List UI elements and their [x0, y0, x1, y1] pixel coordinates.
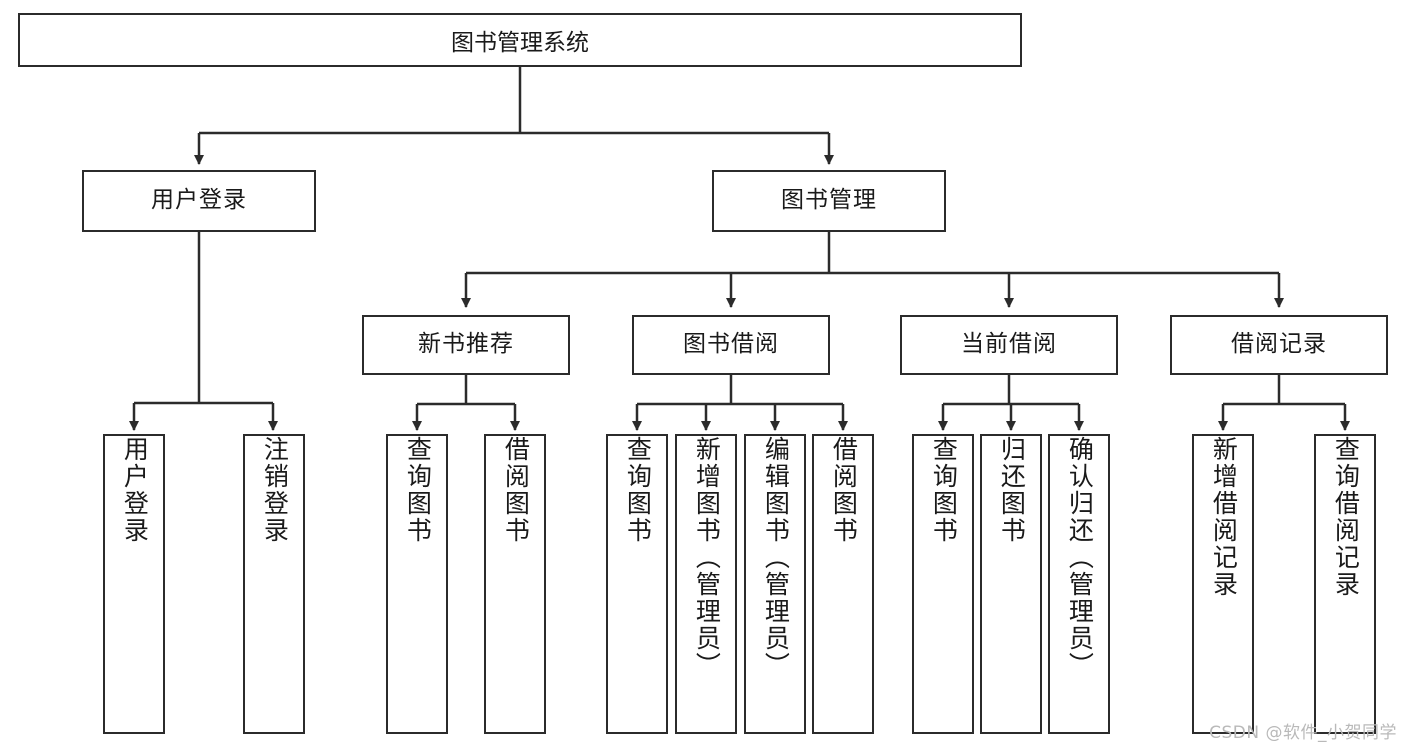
leaf-label: 新增图书（管理员）: [692, 436, 722, 679]
node-root[interactable]: 图书管理系统: [18, 13, 1022, 67]
leaf-label: 查询图书: [403, 436, 433, 544]
leaf-record-add-record[interactable]: 新增借阅记录: [1192, 434, 1254, 734]
leaf-borrow-borrow-book[interactable]: 借阅图书: [812, 434, 874, 734]
node-new-book-recommend[interactable]: 新书推荐: [362, 315, 570, 375]
node-book-borrow-label: 图书借阅: [683, 331, 779, 358]
node-borrow-record[interactable]: 借阅记录: [1170, 315, 1388, 375]
leaf-borrow-edit-book-admin[interactable]: 编辑图书（管理员）: [744, 434, 806, 734]
leaf-record-query-record[interactable]: 查询借阅记录: [1314, 434, 1376, 734]
leaf-label: 查询图书: [929, 436, 959, 544]
leaf-recommend-query-book[interactable]: 查询图书: [386, 434, 448, 734]
leaf-label: 查询图书: [623, 436, 653, 544]
leaf-current-query-book[interactable]: 查询图书: [912, 434, 974, 734]
node-book-management[interactable]: 图书管理: [712, 170, 946, 232]
leaf-borrow-query-book[interactable]: 查询图书: [606, 434, 668, 734]
leaf-current-return-book[interactable]: 归还图书: [980, 434, 1042, 734]
node-book-borrow[interactable]: 图书借阅: [632, 315, 830, 375]
leaf-label: 查询借阅记录: [1331, 436, 1361, 598]
node-current-borrow-label: 当前借阅: [961, 331, 1057, 358]
node-user-login[interactable]: 用户登录: [82, 170, 316, 232]
leaf-borrow-add-book-admin[interactable]: 新增图书（管理员）: [675, 434, 737, 734]
leaf-label: 新增借阅记录: [1209, 436, 1239, 598]
node-user-login-label: 用户登录: [151, 187, 247, 214]
node-new-book-recommend-label: 新书推荐: [418, 331, 514, 358]
leaf-label: 编辑图书（管理员）: [761, 436, 791, 679]
leaf-recommend-borrow-book[interactable]: 借阅图书: [484, 434, 546, 734]
leaf-user-login-logout[interactable]: 注销登录: [243, 434, 305, 734]
leaf-label: 用户登录: [120, 436, 150, 544]
leaf-label: 归还图书: [997, 436, 1027, 544]
leaf-current-confirm-return-admin[interactable]: 确认归还（管理员）: [1048, 434, 1110, 734]
leaf-label: 借阅图书: [501, 436, 531, 544]
leaf-label: 确认归还（管理员）: [1065, 436, 1095, 679]
csdn-watermark: CSDN @软件_小贺同学: [1209, 723, 1397, 743]
node-current-borrow[interactable]: 当前借阅: [900, 315, 1118, 375]
leaf-label: 借阅图书: [829, 436, 859, 544]
leaf-user-login-login[interactable]: 用户登录: [103, 434, 165, 734]
node-root-label: 图书管理系统: [451, 30, 589, 56]
node-borrow-record-label: 借阅记录: [1231, 331, 1327, 358]
leaf-label: 注销登录: [260, 436, 290, 544]
node-book-management-label: 图书管理: [781, 187, 877, 214]
